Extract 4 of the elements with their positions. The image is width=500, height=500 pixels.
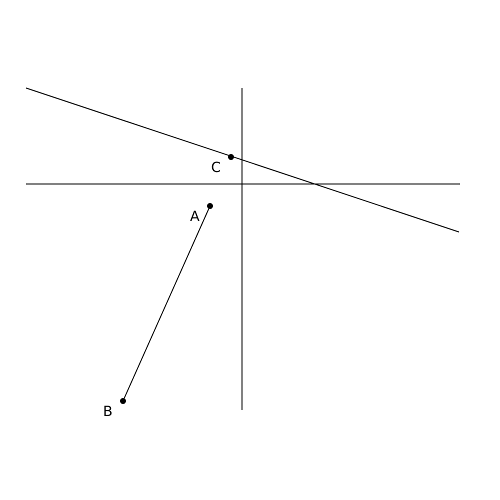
- point-label: C: [211, 160, 221, 176]
- point-label: A: [190, 209, 200, 225]
- point-label: B: [103, 404, 113, 420]
- line-segment: [124, 208, 210, 399]
